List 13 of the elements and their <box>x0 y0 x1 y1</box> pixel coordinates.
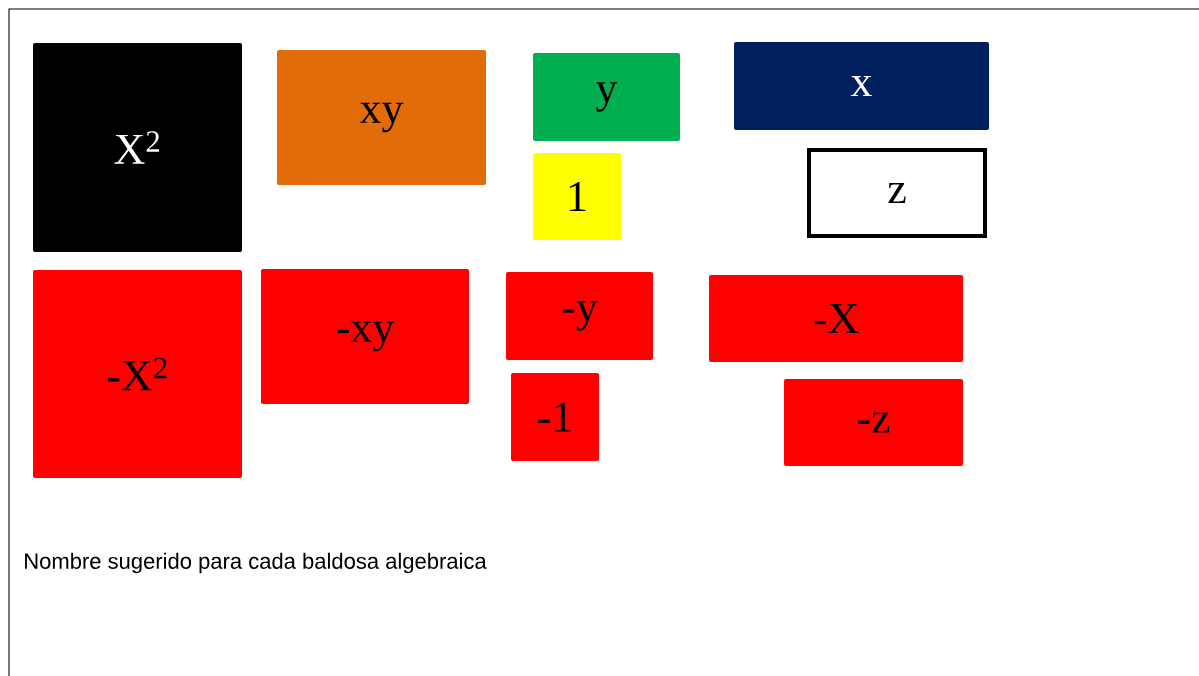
algebra-tile: X$^{2}$ <box>33 43 242 252</box>
algebra-tile: z <box>807 148 987 238</box>
algebra-tile: -X$^{2}$ <box>33 270 242 478</box>
algebra-tile: y <box>533 53 680 141</box>
algebra-tile: -X <box>709 275 963 362</box>
algebra-tile: -z <box>784 379 963 466</box>
algebra-tile: 1 <box>533 153 621 240</box>
algebra-tile: x <box>734 42 989 130</box>
caption: Nombre sugerido para cada baldosa algebraica <box>25 552 487 574</box>
algebra-tile: -y <box>506 272 653 360</box>
algebra-tile: -xy <box>261 269 469 404</box>
algebra-tile: -1 <box>511 373 599 461</box>
algebra-tile: xy <box>277 50 486 185</box>
